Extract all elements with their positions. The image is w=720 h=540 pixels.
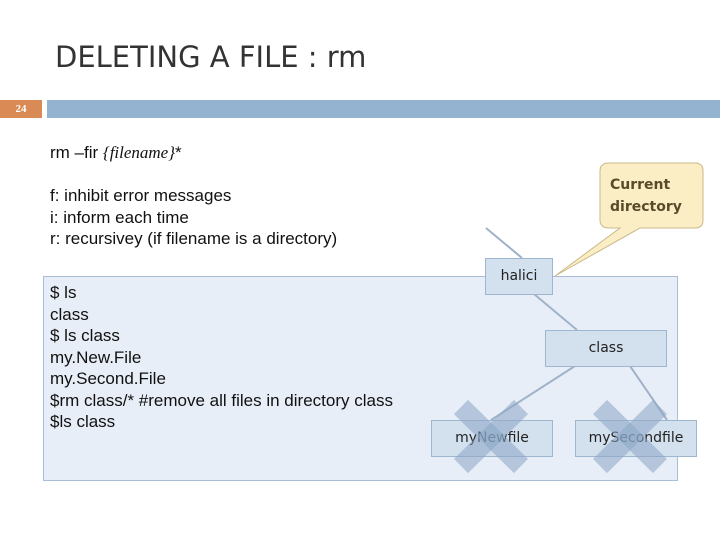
options-list: f: inhibit error messages i: inform each… (50, 185, 337, 250)
slide-number: 24 (0, 100, 42, 118)
callout-line: directory (610, 199, 682, 215)
edge-halici-class (533, 293, 578, 331)
option-i: i: inform each time (50, 207, 189, 227)
shell-line: $ ls class (50, 326, 120, 345)
shell-line: my.New.File (50, 347, 142, 367)
command-arg: {filename} (102, 143, 176, 162)
header-bar (47, 100, 720, 118)
option-r: r: recursivey (if filename is a director… (50, 229, 338, 248)
node-class: class (545, 330, 667, 367)
callout-text: Current directory (610, 174, 682, 218)
node-halici: halici (485, 258, 553, 295)
shell-line: $rm class/* #remove all files in directo… (50, 390, 393, 410)
node-mysecondfile: mySecondfile (575, 420, 697, 457)
edge-class-file2 (629, 365, 668, 421)
shell-session: $ ls class $ ls class my.New.File my.Sec… (50, 282, 393, 433)
shell-line: my.Second.File (50, 369, 166, 388)
example-box (43, 276, 678, 481)
slide-title: DELETING A FILE : rm (55, 40, 367, 74)
option-f: f: inhibit error messages (50, 186, 232, 205)
edge-class-file1 (490, 365, 576, 421)
shell-line: $ ls (50, 283, 77, 302)
edge-parent-halici (485, 227, 523, 259)
callout-line: Current (610, 177, 671, 193)
shell-line: class (50, 304, 89, 324)
shell-line: $ls class (50, 412, 116, 431)
command-suffix: * (175, 143, 182, 162)
command-syntax: rm –fir {filename}* (50, 142, 182, 164)
command-name: rm –fir (50, 143, 103, 162)
callout-bubble (554, 162, 704, 277)
node-mynewfile: myNewfile (431, 420, 553, 457)
